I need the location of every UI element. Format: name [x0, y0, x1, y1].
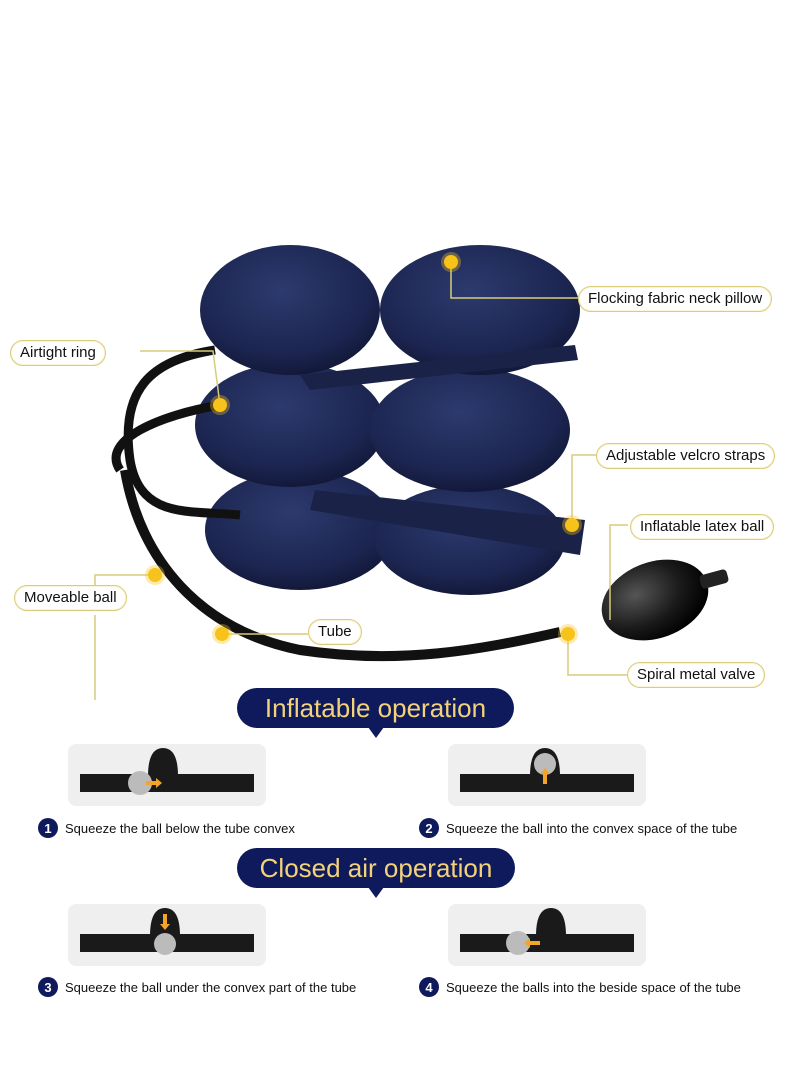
step-1-diagram [68, 744, 266, 806]
velcro-marker-icon [565, 518, 579, 532]
callout-moveable-ball: Moveable ball [14, 585, 127, 611]
step-1-caption: 1 Squeeze the ball below the tube convex [38, 818, 295, 838]
step-3-diagram [68, 904, 266, 966]
flocking-marker-icon [444, 255, 458, 269]
step-number-badge: 3 [38, 977, 58, 997]
tube-marker-icon [215, 627, 229, 641]
callout-airtight-ring: Airtight ring [10, 340, 106, 366]
airtight-ring-marker-icon [213, 398, 227, 412]
callout-velcro-straps: Adjustable velcro straps [596, 443, 776, 469]
step-3-caption: 3 Squeeze the ball under the convex part… [38, 977, 356, 997]
step-text: Squeeze the balls into the beside space … [446, 979, 741, 995]
step-4-diagram [448, 904, 646, 966]
inflatable-operation-title: Inflatable operation [264, 693, 487, 723]
inflatable-operation-banner: Inflatable operation [237, 688, 514, 738]
callout-tube: Tube [308, 619, 362, 645]
closed-air-operation-title: Closed air operation [259, 853, 493, 883]
callout-spiral-valve: Spiral metal valve [627, 662, 766, 688]
step-text: Squeeze the ball under the convex part o… [65, 979, 357, 995]
step-2-diagram [448, 744, 646, 806]
callout-flocking-fabric: Flocking fabric neck pillow [578, 286, 773, 312]
step-text: Squeeze the ball below the tube convex [65, 820, 295, 836]
callout-latex-ball: Inflatable latex ball [630, 514, 775, 540]
closed-air-operation-banner: Closed air operation [237, 848, 515, 898]
step-number-badge: 1 [38, 818, 58, 838]
step-2-caption: 2 Squeeze the ball into the convex space… [419, 818, 737, 838]
moveable-ball-marker-icon [148, 568, 162, 582]
step-number-badge: 2 [419, 818, 439, 838]
neck-traction-device-illustration [94, 245, 729, 700]
step-text: Squeeze the ball into the convex space o… [446, 820, 738, 836]
step-4-caption: 4 Squeeze the balls into the beside spac… [419, 977, 741, 997]
valve-marker-icon [561, 627, 575, 641]
step-number-badge: 4 [419, 977, 439, 997]
